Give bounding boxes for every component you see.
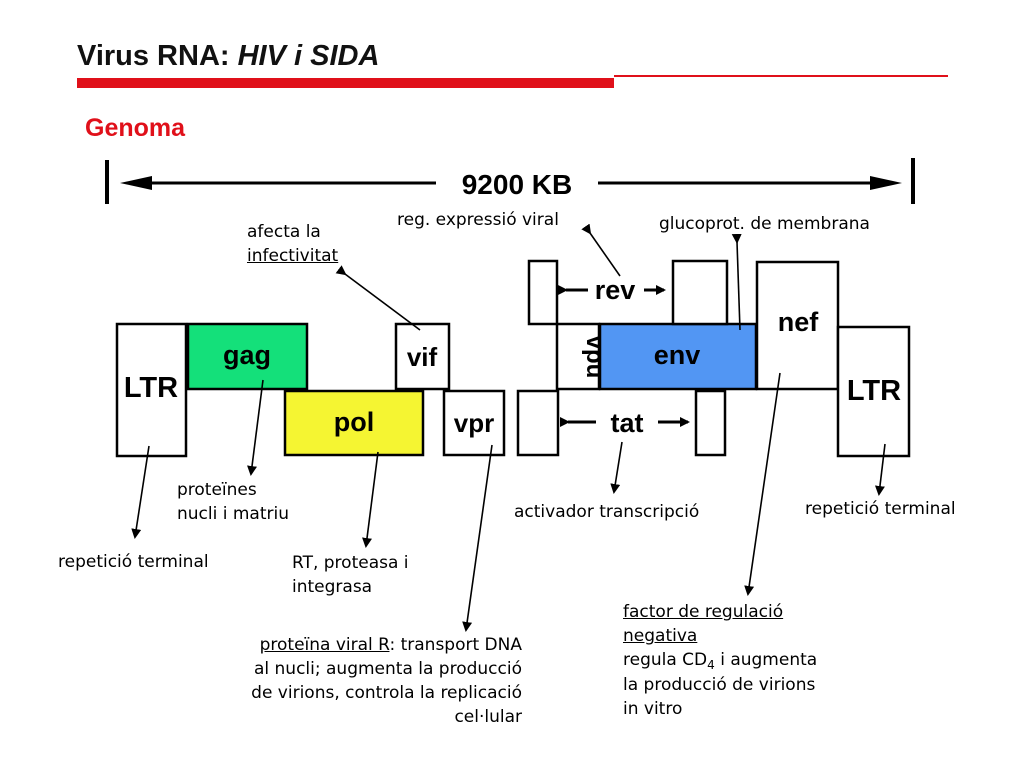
annotation-vpr-line1: proteïna viral R: transport DNA <box>251 633 522 657</box>
annotation-vpr: proteïna viral R: transport DNA al nucli… <box>251 633 522 729</box>
gene-pol-label: pol <box>334 407 375 437</box>
annotation-afecta-line1: afecta la <box>247 222 321 242</box>
annotation-vpr-line1-rest: : transport DNA <box>389 635 522 655</box>
gene-rev-exon-2 <box>671 259 729 326</box>
gene-ltr-left-box <box>115 322 188 458</box>
gene-rev-exon-1 <box>527 259 559 326</box>
gene-gag-box <box>186 322 309 391</box>
annotation-rt-line2: integrasa <box>292 577 373 597</box>
gene-tat-label: tat <box>611 408 644 438</box>
gene-vif: vif <box>394 322 451 391</box>
title-underline-thin <box>614 75 948 77</box>
gene-nef-label: nef <box>778 307 820 337</box>
annotation-glucoprot: glucoprot. de membrana <box>659 214 870 234</box>
gene-rev: rev <box>527 259 729 326</box>
annotation-proteines: proteïnes nucli i matriu <box>177 478 289 526</box>
gene-gag: gag <box>186 322 309 391</box>
gene-tat-exon-1 <box>516 389 560 457</box>
gene-pol: pol <box>283 389 425 457</box>
arrow-reg-expressio <box>581 223 621 277</box>
gene-ltr-left: LTR <box>115 322 188 458</box>
genome-length-label: 9200 KB <box>462 169 573 200</box>
gene-env-label: env <box>654 340 701 370</box>
annotation-vpr-line2: al nucli; augmenta la producció <box>253 659 522 679</box>
annotation-reg-expressio: reg. expressió viral <box>397 210 559 230</box>
gene-vif-label: vif <box>407 342 438 372</box>
annotation-proteines-line1: proteïnes <box>177 480 257 500</box>
arrow-repeticio-right <box>874 443 886 496</box>
gene-vpu: vpu <box>555 322 608 391</box>
arrow-vpr <box>462 444 493 632</box>
annotation-nef-line2: negativa <box>623 626 698 646</box>
annotation-nef: factor de regulació negativa regula CD4 … <box>623 600 817 721</box>
annotation-rt-line1: RT, proteasa i <box>292 553 409 573</box>
gene-vif-box <box>394 322 451 391</box>
slide-title-emphasis: HIV i SIDA <box>237 40 380 72</box>
annotation-repeticio-right: repetició terminal <box>805 499 956 519</box>
annotation-rt: RT, proteasa i integrasa <box>292 551 409 599</box>
annotation-nef-line3-sub: 4 <box>707 658 715 672</box>
arrow-afecta <box>335 265 421 331</box>
gene-vpr: vpr <box>442 389 506 457</box>
annotation-nef-line3-pre: regula CD <box>623 650 708 670</box>
arrow-repeticio-left <box>131 445 150 539</box>
title-underline-thick <box>77 78 614 88</box>
annotation-afecta: afecta la infectivitat <box>247 220 338 268</box>
arrow-proteines <box>247 379 264 476</box>
gene-vpu-box <box>555 322 601 391</box>
gene-ltr-right-box <box>836 325 911 458</box>
annotation-vpr-term: proteïna viral R <box>259 635 390 655</box>
gene-pol-box <box>283 389 425 457</box>
arrow-glucoprot <box>731 233 742 331</box>
slide-title-main: Virus RNA: <box>77 40 238 72</box>
annotation-nef-line5: in vitro <box>623 699 683 719</box>
annotation-nef-line3-post: i augmenta <box>714 650 818 670</box>
gene-gag-label: gag <box>223 340 271 370</box>
gene-vpr-label: vpr <box>454 408 494 438</box>
slide-subtitle: Genoma <box>85 114 186 142</box>
arrow-nef <box>744 372 781 596</box>
annotation-afecta-line2: infectivitat <box>247 246 339 266</box>
genome-length-scale: 9200 KB <box>105 158 915 204</box>
annotation-arrows <box>131 223 886 632</box>
gene-nef: nef <box>755 260 840 391</box>
gene-ltr-right: LTR <box>836 325 911 458</box>
annotation-vpr-line3: de virions, controla la replicació <box>251 683 522 703</box>
annotation-nef-line1: factor de regulació <box>623 602 784 622</box>
gene-tat-exon-2 <box>694 389 727 457</box>
gene-vpr-box <box>442 389 506 457</box>
gene-ltr-right-label: LTR <box>847 375 901 407</box>
gene-tat: tat <box>516 389 727 457</box>
gene-env: env <box>598 322 758 391</box>
gene-ltr-left-label: LTR <box>124 372 178 404</box>
arrow-rt <box>362 451 379 548</box>
scale-arrowhead-right <box>870 176 902 190</box>
annotation-activador: activador transcripció <box>514 502 700 522</box>
arrow-activador <box>610 441 623 494</box>
gene-nef-box <box>755 260 840 391</box>
annotation-vpr-line4: cel·lular <box>454 707 522 727</box>
scale-arrowhead-left <box>120 176 152 190</box>
gene-env-box <box>598 322 758 391</box>
annotation-nef-line3: regula CD4 i augmenta <box>623 648 817 673</box>
slide-title: Virus RNA: HIV i SIDA <box>77 40 379 73</box>
annotation-proteines-line2: nucli i matriu <box>177 504 290 524</box>
annotation-nef-line4: la producció de virions <box>623 675 816 695</box>
gene-rev-label: rev <box>595 275 636 305</box>
annotation-repeticio-left: repetició terminal <box>58 552 209 572</box>
